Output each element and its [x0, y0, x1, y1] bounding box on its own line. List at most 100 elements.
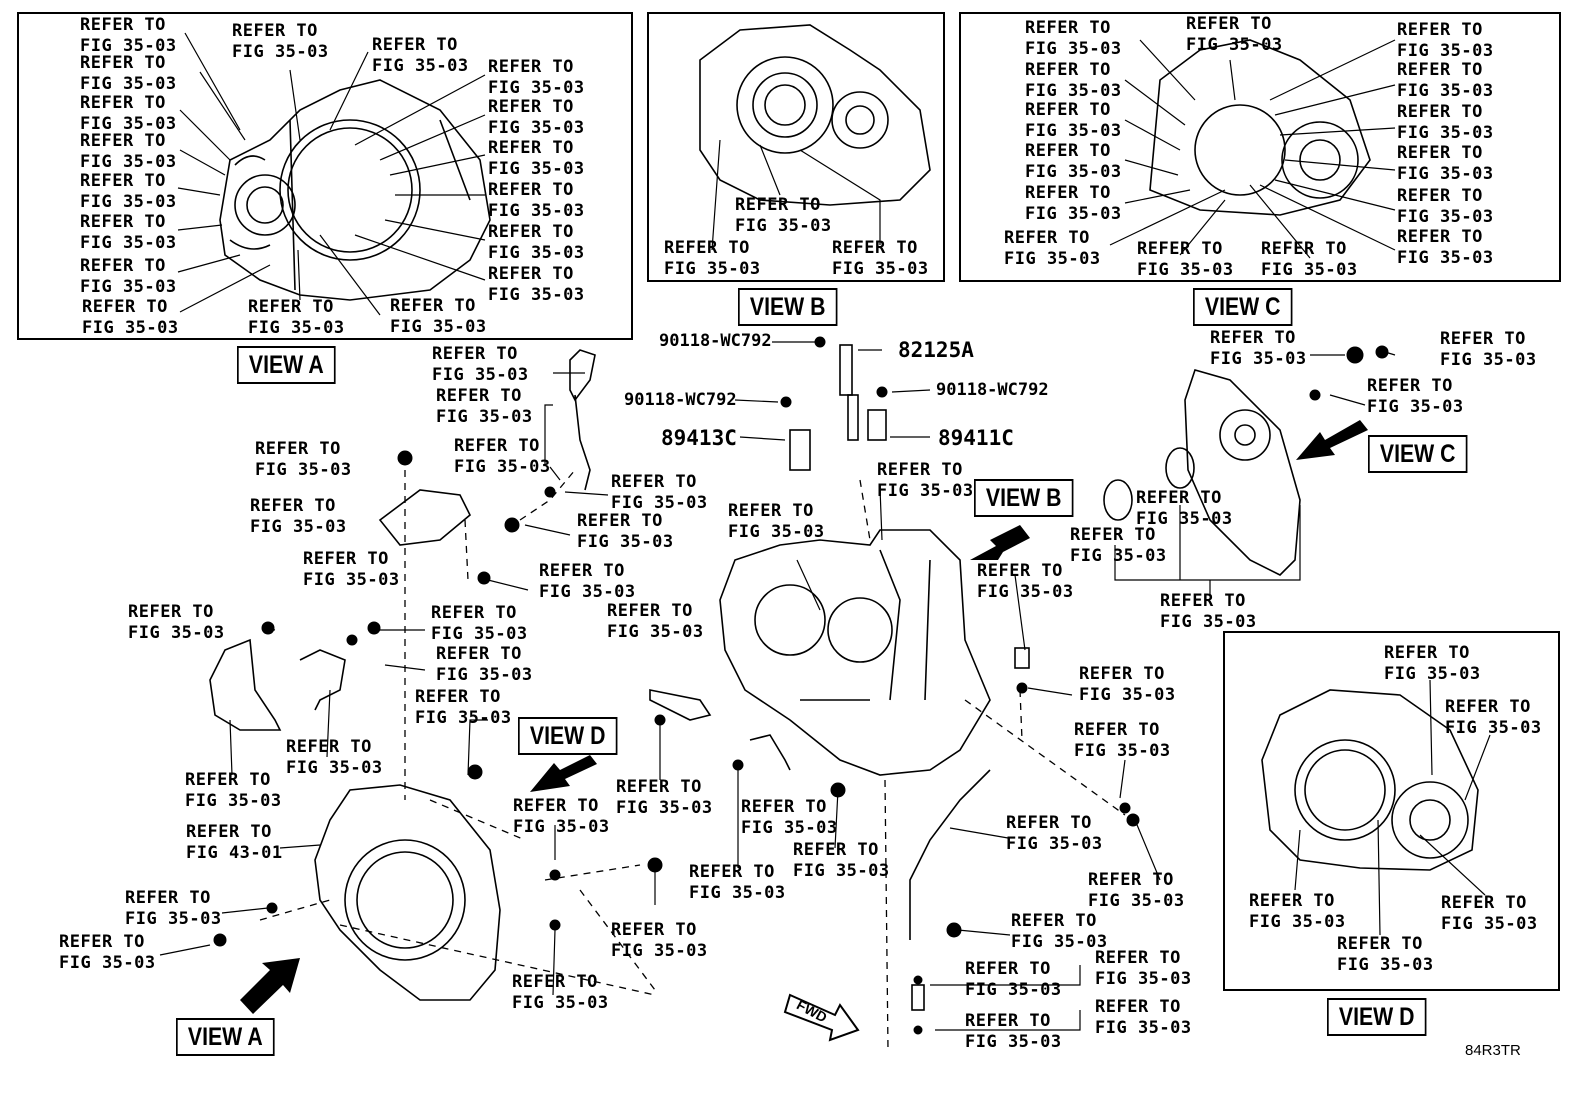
transaxle-case [719, 529, 991, 776]
fwd-arrow [783, 993, 860, 1042]
view-b-housing [699, 24, 931, 206]
arrow-view-c [1296, 420, 1368, 460]
part-number-sensor-c: 89411C [938, 426, 1014, 450]
view-d-title-callout: VIEW D [518, 717, 618, 755]
view-b-title-callout: VIEW B [974, 479, 1074, 517]
view-d-title-box: VIEW D [1327, 998, 1427, 1036]
arrow-view-a [240, 958, 300, 1014]
converter-housing [314, 784, 501, 1001]
view-a-housing [219, 79, 491, 301]
view-d-housing [1261, 689, 1479, 871]
small-parts [209, 344, 1030, 1011]
fwd-label: FWD [794, 996, 830, 1026]
view-a-title-top: VIEW A [237, 346, 336, 384]
view-a-title-callout: VIEW A [176, 1018, 275, 1056]
diagram-code: 84R3TR [1465, 1042, 1521, 1059]
part-number-sensor-a: 82125A [898, 338, 974, 362]
part-number-bolt-2: 90118-WC792 [624, 390, 737, 410]
view-c-housing [1149, 39, 1371, 216]
part-number-bolt-3: 90118-WC792 [936, 380, 1049, 400]
view-c-title-top: VIEW C [1193, 288, 1293, 326]
view-a-frame [17, 12, 633, 340]
view-b-title-top: VIEW B [738, 288, 838, 326]
view-b-frame [647, 12, 945, 282]
view-c-title-callout: VIEW C [1368, 435, 1468, 473]
fasteners [213, 336, 1389, 1035]
